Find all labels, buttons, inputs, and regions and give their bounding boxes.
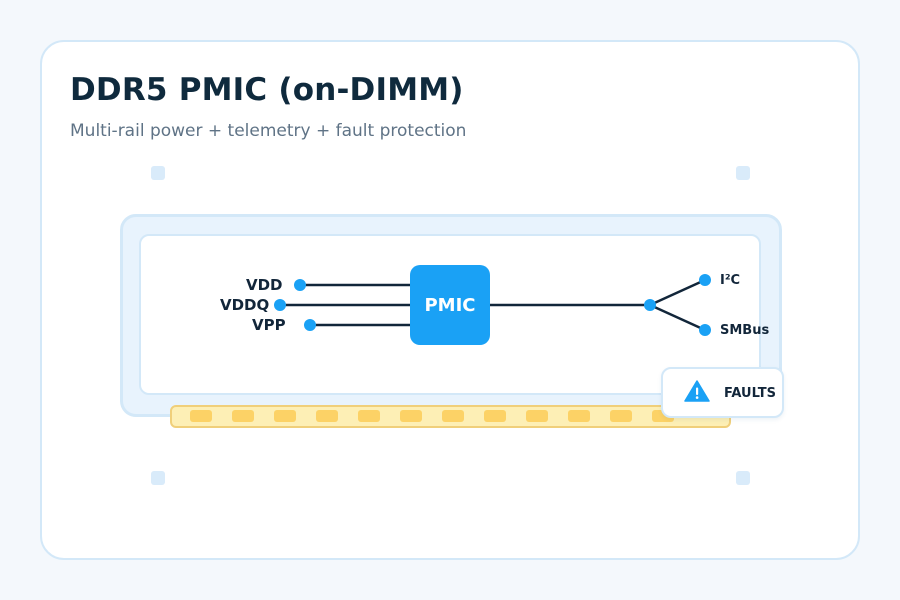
rail-node-vpp <box>304 319 316 331</box>
rail-label-vdd: VDD <box>246 276 283 294</box>
faults-indicator: FAULTS <box>661 367 784 418</box>
corner-mark-top-left <box>151 166 165 180</box>
edge-pin <box>232 410 254 422</box>
rail-node-vdd <box>294 279 306 291</box>
edge-pin <box>442 410 464 422</box>
bus-label-smbus: SMBus <box>720 323 770 338</box>
edge-pin <box>484 410 506 422</box>
pmic-chip-label: PMIC <box>424 294 476 316</box>
bus-label-i2c: I²C <box>720 273 741 288</box>
edge-pin <box>274 410 296 422</box>
diagram-subtitle: Multi-rail power + telemetry + fault pro… <box>70 121 467 141</box>
bus-wire-i2c <box>648 278 707 307</box>
faults-label: FAULTS <box>724 386 776 401</box>
rail-label-vpp: VPP <box>252 316 286 334</box>
bus-wire-smbus <box>648 303 707 332</box>
edge-pin <box>568 410 590 422</box>
edge-pin <box>610 410 632 422</box>
bus-node-i2c <box>699 274 711 286</box>
rail-node-vddq <box>274 299 286 311</box>
corner-mark-top-right <box>736 166 750 180</box>
pmic-chip: PMIC <box>410 265 490 345</box>
corner-mark-bottom-left <box>151 471 165 485</box>
edge-pin <box>358 410 380 422</box>
edge-pin <box>526 410 548 422</box>
edge-pin <box>190 410 212 422</box>
edge-pin <box>316 410 338 422</box>
edge-pin <box>400 410 422 422</box>
bus-node-smbus <box>699 324 711 336</box>
diagram-title: DDR5 PMIC (on-DIMM) <box>70 72 464 108</box>
rail-label-vddq: VDDQ <box>220 296 270 314</box>
corner-mark-bottom-right <box>736 471 750 485</box>
warning-triangle-icon <box>684 380 710 407</box>
bus-junction-node <box>644 299 656 311</box>
